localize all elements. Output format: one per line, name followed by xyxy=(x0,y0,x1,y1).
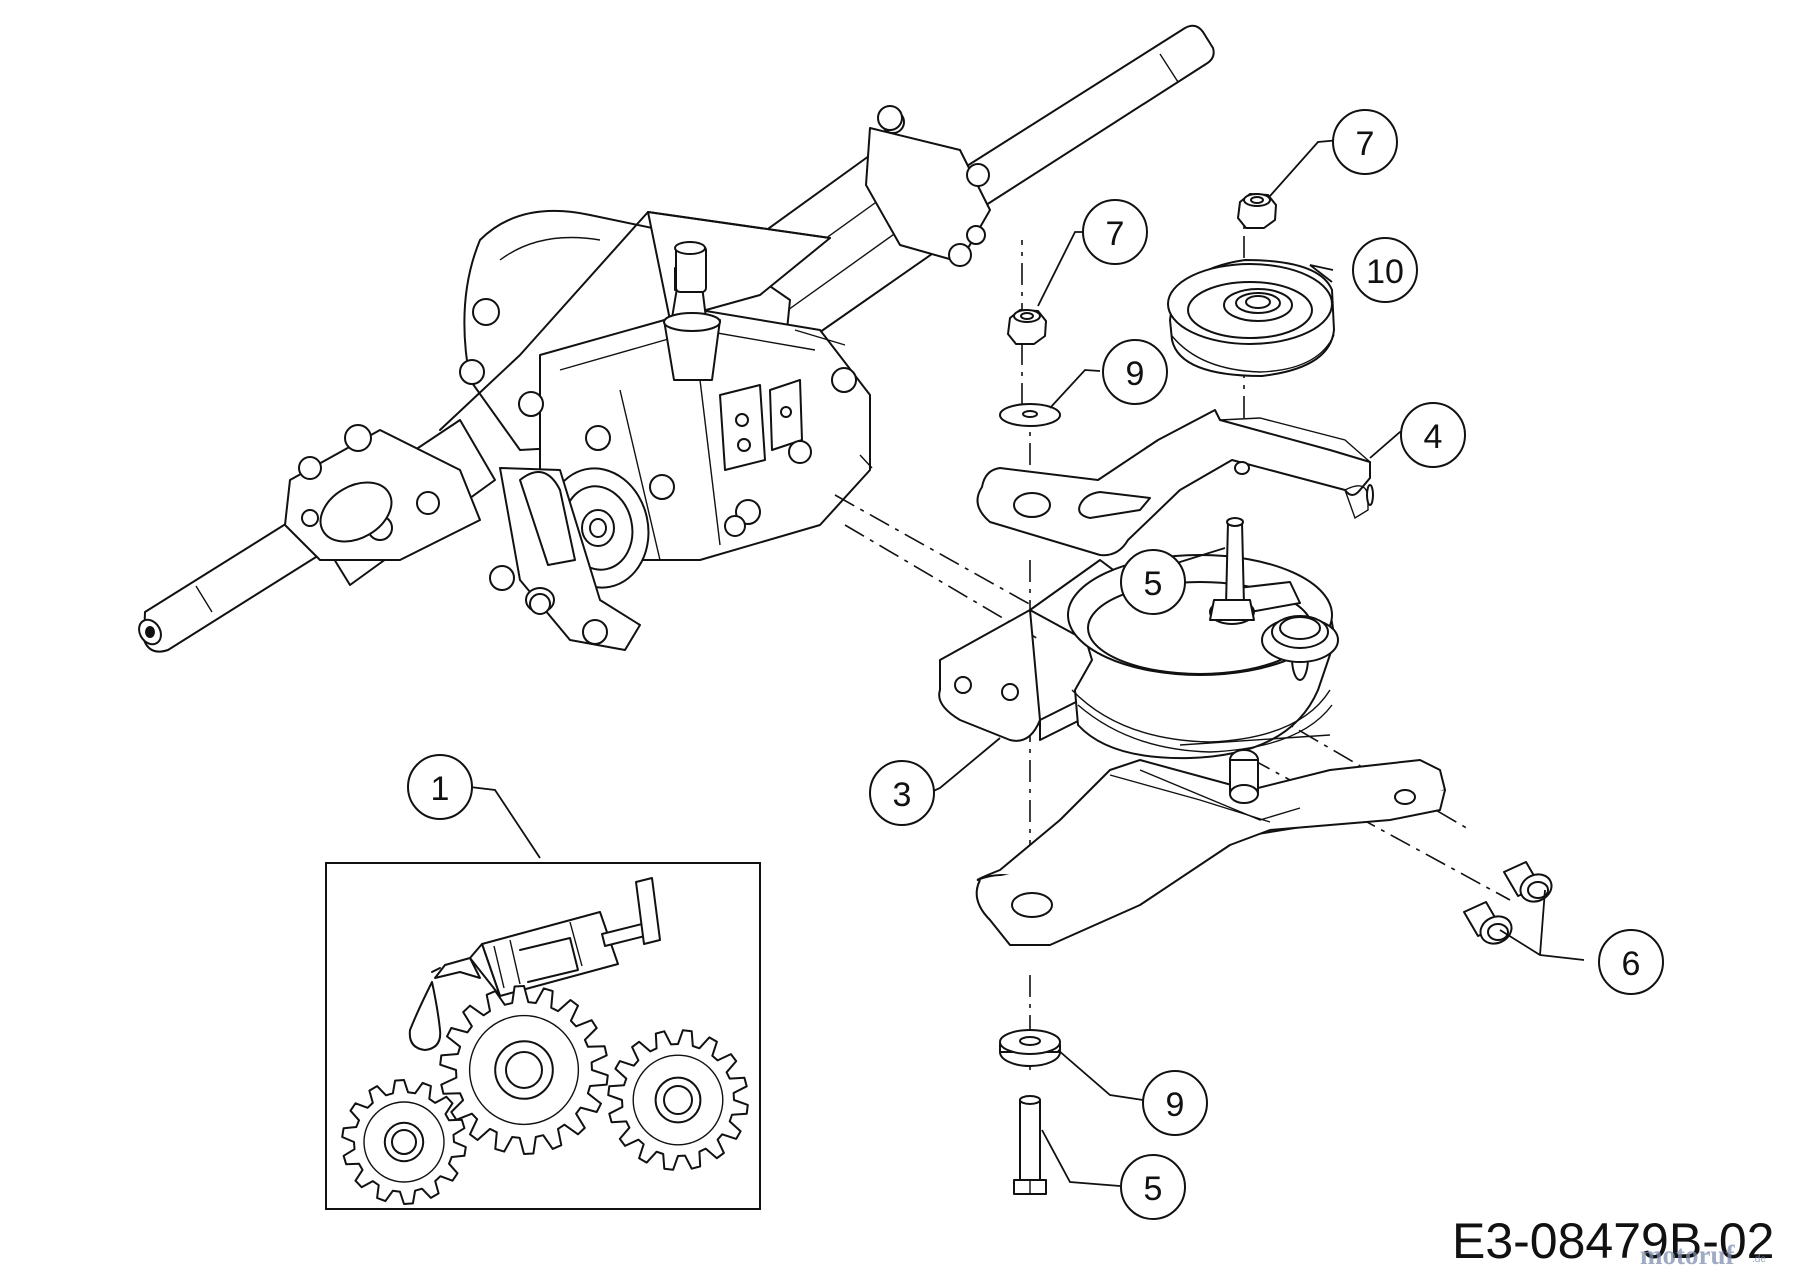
transaxle-assembly xyxy=(138,24,1215,653)
svg-text:4: 4 xyxy=(1424,418,1443,456)
pulley-part-10 xyxy=(1167,259,1335,377)
idler-bracket-part-4 xyxy=(976,409,1374,557)
callout-5-lower: 5 xyxy=(1120,1154,1186,1220)
washer-part-9-lower xyxy=(999,1029,1061,1067)
gears-icon xyxy=(341,985,749,1205)
svg-text:9: 9 xyxy=(1166,1086,1185,1124)
nut-part-7-upper xyxy=(1237,193,1277,229)
callout-7-left: 7 xyxy=(1082,199,1148,265)
svg-text:5: 5 xyxy=(1144,565,1163,603)
callout-7-upper: 7 xyxy=(1332,109,1398,175)
washer-part-9-upper xyxy=(999,403,1061,427)
watermark-suffix: .de xyxy=(1752,1254,1766,1265)
callout-9-upper: 9 xyxy=(1102,339,1168,405)
svg-text:7: 7 xyxy=(1356,125,1375,163)
callout-3: 3 xyxy=(869,760,935,826)
svg-text:6: 6 xyxy=(1622,945,1641,983)
callouts: 7 7 10 9 4 5 3 1 6 9 5 xyxy=(407,109,1664,1220)
idler-pulley-assembly xyxy=(975,517,1446,946)
svg-text:9: 9 xyxy=(1126,355,1145,393)
lubricant-panel-part-1 xyxy=(325,862,761,1210)
svg-text:5: 5 xyxy=(1144,1170,1163,1208)
svg-text:1: 1 xyxy=(431,770,450,808)
callout-10: 10 xyxy=(1352,237,1418,303)
callout-1: 1 xyxy=(407,754,473,820)
grease-syringe-icon xyxy=(431,877,661,997)
callout-6: 6 xyxy=(1598,929,1664,995)
watermark-logo: motoruf xyxy=(1640,1240,1735,1270)
svg-text:7: 7 xyxy=(1106,215,1125,253)
svg-text:3: 3 xyxy=(893,776,912,814)
drawing-code: E3-08479B-02 xyxy=(1452,1213,1774,1269)
callout-9-lower: 9 xyxy=(1142,1070,1208,1136)
oil-drop-icon xyxy=(408,981,442,1051)
callout-4: 4 xyxy=(1400,402,1466,468)
nut-part-7-left xyxy=(1007,309,1047,345)
callout-5-upper: 5 xyxy=(1120,549,1186,615)
bolt-part-5-lower xyxy=(1013,1095,1047,1195)
svg-text:10: 10 xyxy=(1366,253,1404,291)
